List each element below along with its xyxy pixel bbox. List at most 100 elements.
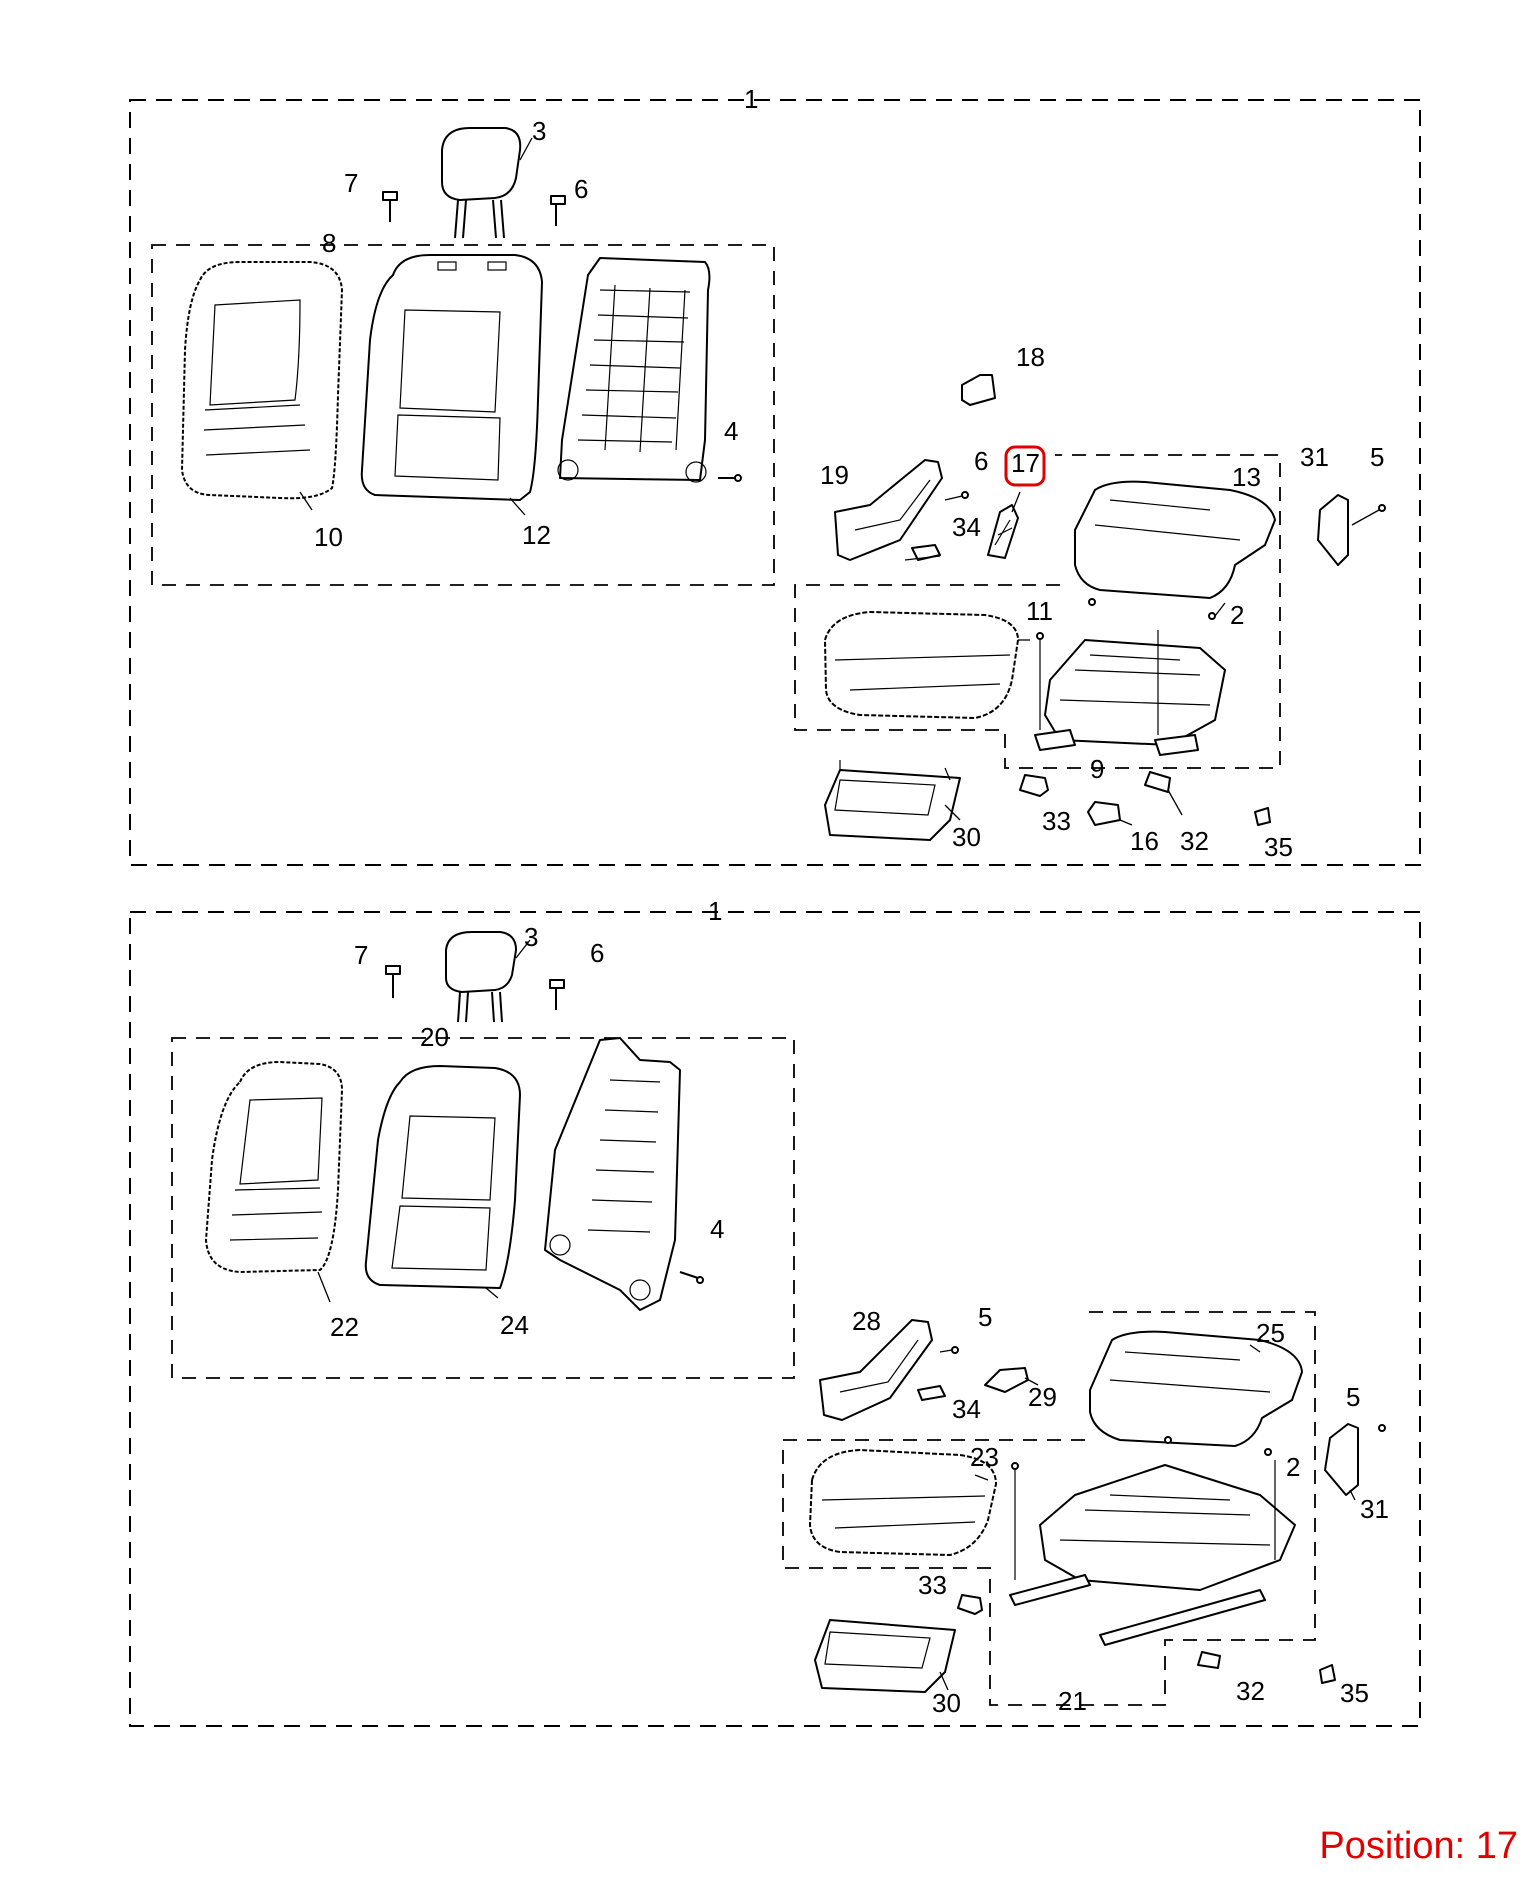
lower-seat-frame xyxy=(1009,1460,1296,1646)
upper-backrest-cover xyxy=(181,261,343,500)
callout-30-lower: 30 xyxy=(932,1688,961,1718)
lower-bracket-34 xyxy=(917,1385,946,1401)
highlight-ring xyxy=(1004,445,1046,487)
lower-cushion-group-frame xyxy=(782,1311,1316,1706)
upper-screw-4 xyxy=(718,474,742,482)
callout-18: 18 xyxy=(1016,342,1045,372)
upper-backrest-group-frame xyxy=(151,244,775,586)
upper-cushion-group-frame xyxy=(794,454,1281,769)
upper-switch-knob xyxy=(987,504,1019,559)
lower-seat-cushion-pad xyxy=(1089,1330,1303,1447)
position-prefix: Position: xyxy=(1319,1825,1466,1867)
lower-screw-5a xyxy=(939,1346,959,1354)
callout-29: 29 xyxy=(1028,1382,1057,1412)
callout-13: 13 xyxy=(1232,462,1261,492)
callout-22: 22 xyxy=(330,1312,359,1342)
callout-21: 21 xyxy=(1058,1686,1087,1716)
callout-33-lower: 33 xyxy=(918,1570,947,1600)
callout-6b: 6 xyxy=(974,446,988,476)
callout-32-lower: 32 xyxy=(1236,1676,1265,1706)
lower-storage-tray xyxy=(814,1619,956,1693)
lower-bolts-2 xyxy=(1011,1436,1272,1470)
callout-31: 31 xyxy=(1300,442,1329,472)
upper-headrest xyxy=(441,127,522,239)
callout-1-lower: 1 xyxy=(708,896,722,926)
lower-handle-33 xyxy=(957,1594,983,1615)
lower-backrest-pad xyxy=(364,1065,521,1289)
callout-1: 1 xyxy=(744,84,758,114)
callout-6: 6 xyxy=(574,174,588,204)
callout-5-lower-b: 5 xyxy=(1346,1382,1360,1412)
lower-assembly-frame xyxy=(129,911,1421,1727)
lower-callouts: 1 3 7 6 20 22 24 4 28 5 34 29 25 5 23 2 … xyxy=(330,896,1389,1718)
callout-6-lower: 6 xyxy=(590,938,604,968)
callout-8: 8 xyxy=(322,228,336,258)
position-value: 17 xyxy=(1475,1825,1518,1867)
lower-clip-35 xyxy=(1319,1664,1336,1684)
upper-side-cover-31 xyxy=(1317,494,1349,566)
upper-backrest-frame xyxy=(557,257,711,483)
callout-3: 3 xyxy=(532,116,546,146)
upper-storage-tray xyxy=(824,760,961,841)
upper-screw-7 xyxy=(382,191,398,222)
lower-screw-7 xyxy=(385,965,401,998)
callout-25: 25 xyxy=(1256,1318,1285,1348)
upper-clip-35 xyxy=(1254,807,1271,826)
lower-backrest-frame xyxy=(544,1037,681,1311)
upper-assembly-frame xyxy=(129,99,1421,866)
upper-callouts: 1 3 7 6 8 10 12 4 18 19 6 17 34 13 31 5 … xyxy=(314,84,1384,862)
upper-seat-cushion-pad xyxy=(1074,480,1276,599)
position-caption: Position: 17 xyxy=(1319,1825,1518,1868)
upper-trim-18 xyxy=(961,374,996,406)
callout-12: 12 xyxy=(522,520,551,550)
lower-headrest xyxy=(445,931,517,1023)
upper-handle-32 xyxy=(1144,771,1171,793)
upper-cover-16 xyxy=(1087,801,1121,826)
callout-2: 2 xyxy=(1230,600,1244,630)
callout-3-lower: 3 xyxy=(524,922,538,952)
callout-5: 5 xyxy=(1370,442,1384,472)
callout-5-lower-a: 5 xyxy=(978,1302,992,1332)
callout-10: 10 xyxy=(314,522,343,552)
upper-screw-5 xyxy=(1351,504,1386,526)
lower-screw-5b xyxy=(1378,1424,1386,1432)
upper-screw-6b xyxy=(944,491,969,501)
lower-handle-32 xyxy=(1197,1651,1221,1669)
callout-4: 4 xyxy=(724,416,738,446)
upper-seat-frame xyxy=(1034,630,1226,756)
lower-leader-lines xyxy=(317,939,1356,1691)
callout-11: 11 xyxy=(1026,596,1053,626)
callout-33: 33 xyxy=(1042,806,1071,836)
callout-7: 7 xyxy=(344,168,358,198)
callout-34: 34 xyxy=(952,512,981,542)
lower-backrest-group-frame xyxy=(171,1037,795,1379)
upper-side-shield xyxy=(834,459,943,561)
upper-leader-lines xyxy=(299,137,1226,826)
callout-7-lower: 7 xyxy=(354,940,368,970)
callout-2-lower: 2 xyxy=(1286,1452,1300,1482)
upper-seat-cushion-cover xyxy=(824,611,1019,719)
callout-35: 35 xyxy=(1264,832,1293,862)
callout-28: 28 xyxy=(852,1306,881,1336)
callout-35-lower: 35 xyxy=(1340,1678,1369,1708)
callout-23: 23 xyxy=(970,1442,999,1472)
callout-24: 24 xyxy=(500,1310,529,1340)
lower-side-shield xyxy=(819,1319,933,1421)
upper-backrest-pad xyxy=(360,254,543,501)
callout-34-lower: 34 xyxy=(952,1394,981,1424)
lower-side-cover-31 xyxy=(1324,1423,1359,1496)
callout-4-lower: 4 xyxy=(710,1214,724,1244)
callout-30: 30 xyxy=(952,822,981,852)
upper-bolts-2 xyxy=(1036,598,1216,640)
upper-handle-33 xyxy=(1019,774,1049,797)
callout-20: 20 xyxy=(420,1022,449,1052)
upper-bracket-34 xyxy=(904,544,941,561)
upper-screw-6 xyxy=(550,195,566,226)
lower-switch-29 xyxy=(984,1367,1029,1393)
callout-9: 9 xyxy=(1090,754,1104,784)
lower-seat-cushion-cover xyxy=(809,1449,997,1556)
callout-32: 32 xyxy=(1180,826,1209,856)
callout-19: 19 xyxy=(820,460,849,490)
lower-backrest-cover xyxy=(205,1061,343,1273)
